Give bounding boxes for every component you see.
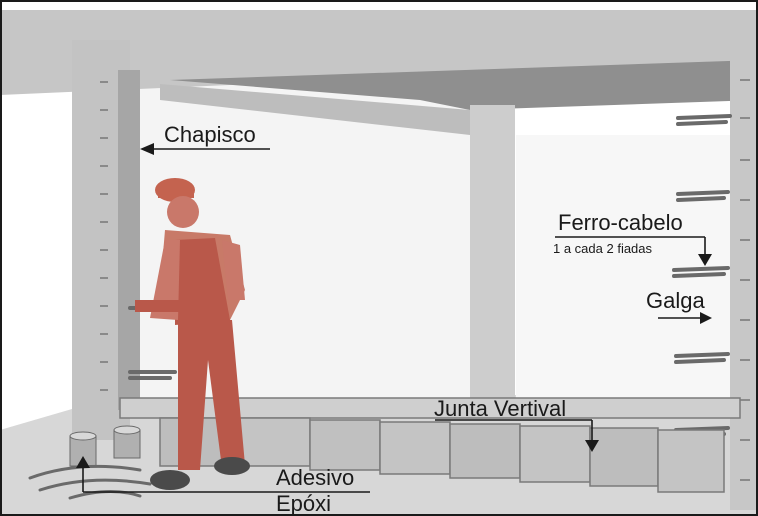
label-ferro-cabelo: Ferro-cabelo (558, 210, 683, 235)
label-chapisco: Chapisco (164, 122, 256, 147)
chapisco-arrow (140, 143, 270, 155)
right-column (730, 60, 758, 510)
label-adesivo: Adesivo (276, 465, 355, 490)
ceiling-slab (170, 60, 758, 110)
block-row (119, 397, 741, 493)
middle-column (470, 105, 515, 405)
ferro-cabelo-arrow (555, 236, 712, 266)
label-ferro-cabelo-note: 1 a cada 2 fiadas (553, 241, 653, 256)
label-epoxi: Epóxi (276, 491, 332, 516)
galga-arrow (658, 312, 712, 324)
top-beam (0, 10, 758, 95)
label-junta-vertical: Junta Vertival (434, 396, 567, 421)
label-galga: Galga (646, 288, 705, 313)
junta-vertical-arrow (435, 419, 599, 452)
galga-ticks-left (100, 81, 108, 391)
galga-ticks-right (740, 79, 750, 481)
adesivo-arrow (76, 456, 370, 493)
worker (135, 178, 250, 490)
